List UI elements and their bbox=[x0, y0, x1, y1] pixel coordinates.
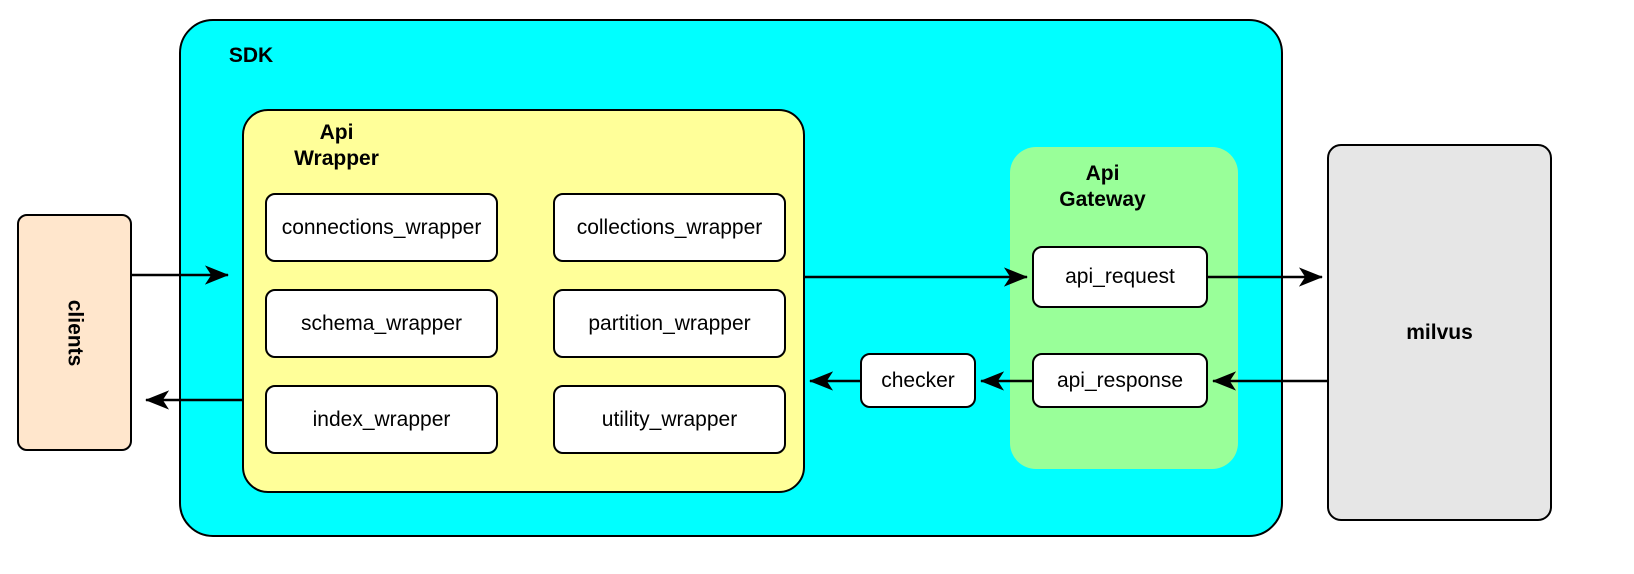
api-response-node[interactable]: api_response bbox=[1032, 353, 1208, 408]
module-connections-wrapper[interactable]: connections_wrapper bbox=[265, 193, 498, 262]
module-label: index_wrapper bbox=[312, 407, 451, 431]
api-request-node[interactable]: api_request bbox=[1032, 246, 1208, 308]
module-utility-wrapper[interactable]: utility_wrapper bbox=[553, 385, 786, 454]
milvus-label: milvus bbox=[1406, 320, 1473, 344]
clients-label: clients bbox=[63, 299, 87, 366]
module-schema-wrapper[interactable]: schema_wrapper bbox=[265, 289, 498, 358]
module-partition-wrapper[interactable]: partition_wrapper bbox=[553, 289, 786, 358]
module-label: collections_wrapper bbox=[576, 215, 763, 239]
module-label: connections_wrapper bbox=[281, 215, 482, 239]
milvus-node[interactable]: milvus bbox=[1327, 144, 1552, 521]
module-label: utility_wrapper bbox=[601, 407, 738, 431]
module-label: partition_wrapper bbox=[588, 311, 751, 335]
checker-node[interactable]: checker bbox=[860, 353, 976, 408]
api-request-label: api_request bbox=[1065, 265, 1175, 289]
api-wrapper-label: Api Wrapper bbox=[294, 121, 379, 170]
module-label: schema_wrapper bbox=[300, 311, 463, 335]
module-collections-wrapper[interactable]: collections_wrapper bbox=[553, 193, 786, 262]
api-gateway-container[interactable]: Api Gateway bbox=[1010, 147, 1238, 469]
clients-node[interactable]: clients bbox=[17, 214, 132, 451]
module-index-wrapper[interactable]: index_wrapper bbox=[265, 385, 498, 454]
api-gateway-label: Api Gateway bbox=[1059, 162, 1146, 211]
api-response-label: api_response bbox=[1056, 368, 1184, 392]
sdk-label: SDK bbox=[228, 44, 274, 67]
checker-label: checker bbox=[881, 368, 955, 392]
